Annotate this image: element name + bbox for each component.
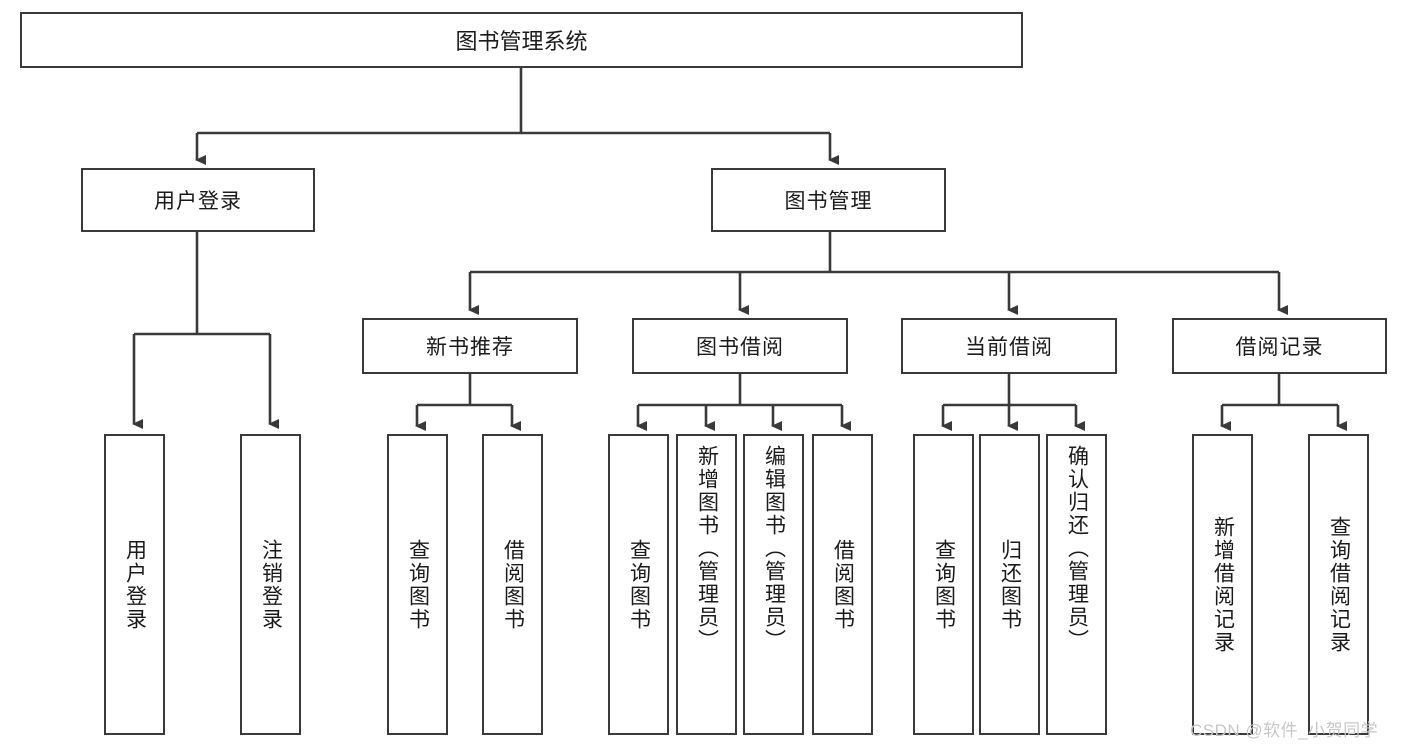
- leaf-label: 查询图书: [627, 538, 651, 631]
- leaf-label: 查询图书: [406, 538, 430, 631]
- leaf-edit-book-admin[interactable]: 编辑图书（管理员）: [743, 434, 804, 735]
- leaf-borrow-book-recommend[interactable]: 借阅图书: [482, 434, 543, 735]
- node-borrow-record[interactable]: 借阅记录: [1172, 318, 1387, 374]
- node-label: 当前借阅: [965, 336, 1053, 359]
- leaf-logout-login[interactable]: 注销登录: [240, 434, 301, 735]
- node-user-login[interactable]: 用户登录: [81, 168, 315, 232]
- leaf-label: 新增图书（管理员）: [695, 445, 719, 652]
- leaf-query-book-current[interactable]: 查询图书: [913, 434, 974, 735]
- node-book-borrow[interactable]: 图书借阅: [632, 318, 848, 374]
- node-root-system[interactable]: 图书管理系统: [20, 12, 1023, 68]
- leaf-label: 查询图书: [932, 538, 956, 631]
- leaf-label: 借阅图书: [831, 538, 855, 631]
- leaf-query-book-recommend[interactable]: 查询图书: [387, 434, 448, 735]
- node-label: 图书管理: [784, 190, 873, 213]
- leaf-label: 归还图书: [998, 538, 1022, 631]
- leaf-add-book-admin[interactable]: 新增图书（管理员）: [676, 434, 737, 735]
- leaf-label: 查询借阅记录: [1327, 515, 1351, 654]
- leaf-add-borrow-record[interactable]: 新增借阅记录: [1192, 434, 1253, 735]
- leaf-return-book[interactable]: 归还图书: [979, 434, 1040, 735]
- leaf-borrow-book[interactable]: 借阅图书: [812, 434, 873, 735]
- node-label: 图书管理系统: [455, 29, 588, 54]
- leaf-label: 新增借阅记录: [1211, 515, 1235, 654]
- leaf-label: 注销登录: [259, 538, 283, 631]
- node-label: 图书借阅: [696, 336, 784, 359]
- node-label: 用户登录: [154, 190, 242, 213]
- node-label: 借阅记录: [1235, 336, 1324, 359]
- node-book-management[interactable]: 图书管理: [711, 168, 946, 232]
- leaf-user-login[interactable]: 用户登录: [104, 434, 165, 735]
- leaf-label: 编辑图书（管理员）: [762, 445, 786, 652]
- leaf-confirm-return-admin[interactable]: 确认归还（管理员）: [1046, 434, 1107, 735]
- node-current-borrow[interactable]: 当前借阅: [901, 318, 1117, 374]
- node-new-book-recommend[interactable]: 新书推荐: [362, 318, 578, 374]
- leaf-query-book-borrow[interactable]: 查询图书: [608, 434, 669, 735]
- leaf-label: 借阅图书: [501, 538, 525, 631]
- leaf-query-borrow-record[interactable]: 查询借阅记录: [1308, 434, 1369, 735]
- leaf-label: 确认归还（管理员）: [1065, 445, 1089, 652]
- node-label: 新书推荐: [426, 336, 514, 359]
- leaf-label: 用户登录: [123, 538, 147, 631]
